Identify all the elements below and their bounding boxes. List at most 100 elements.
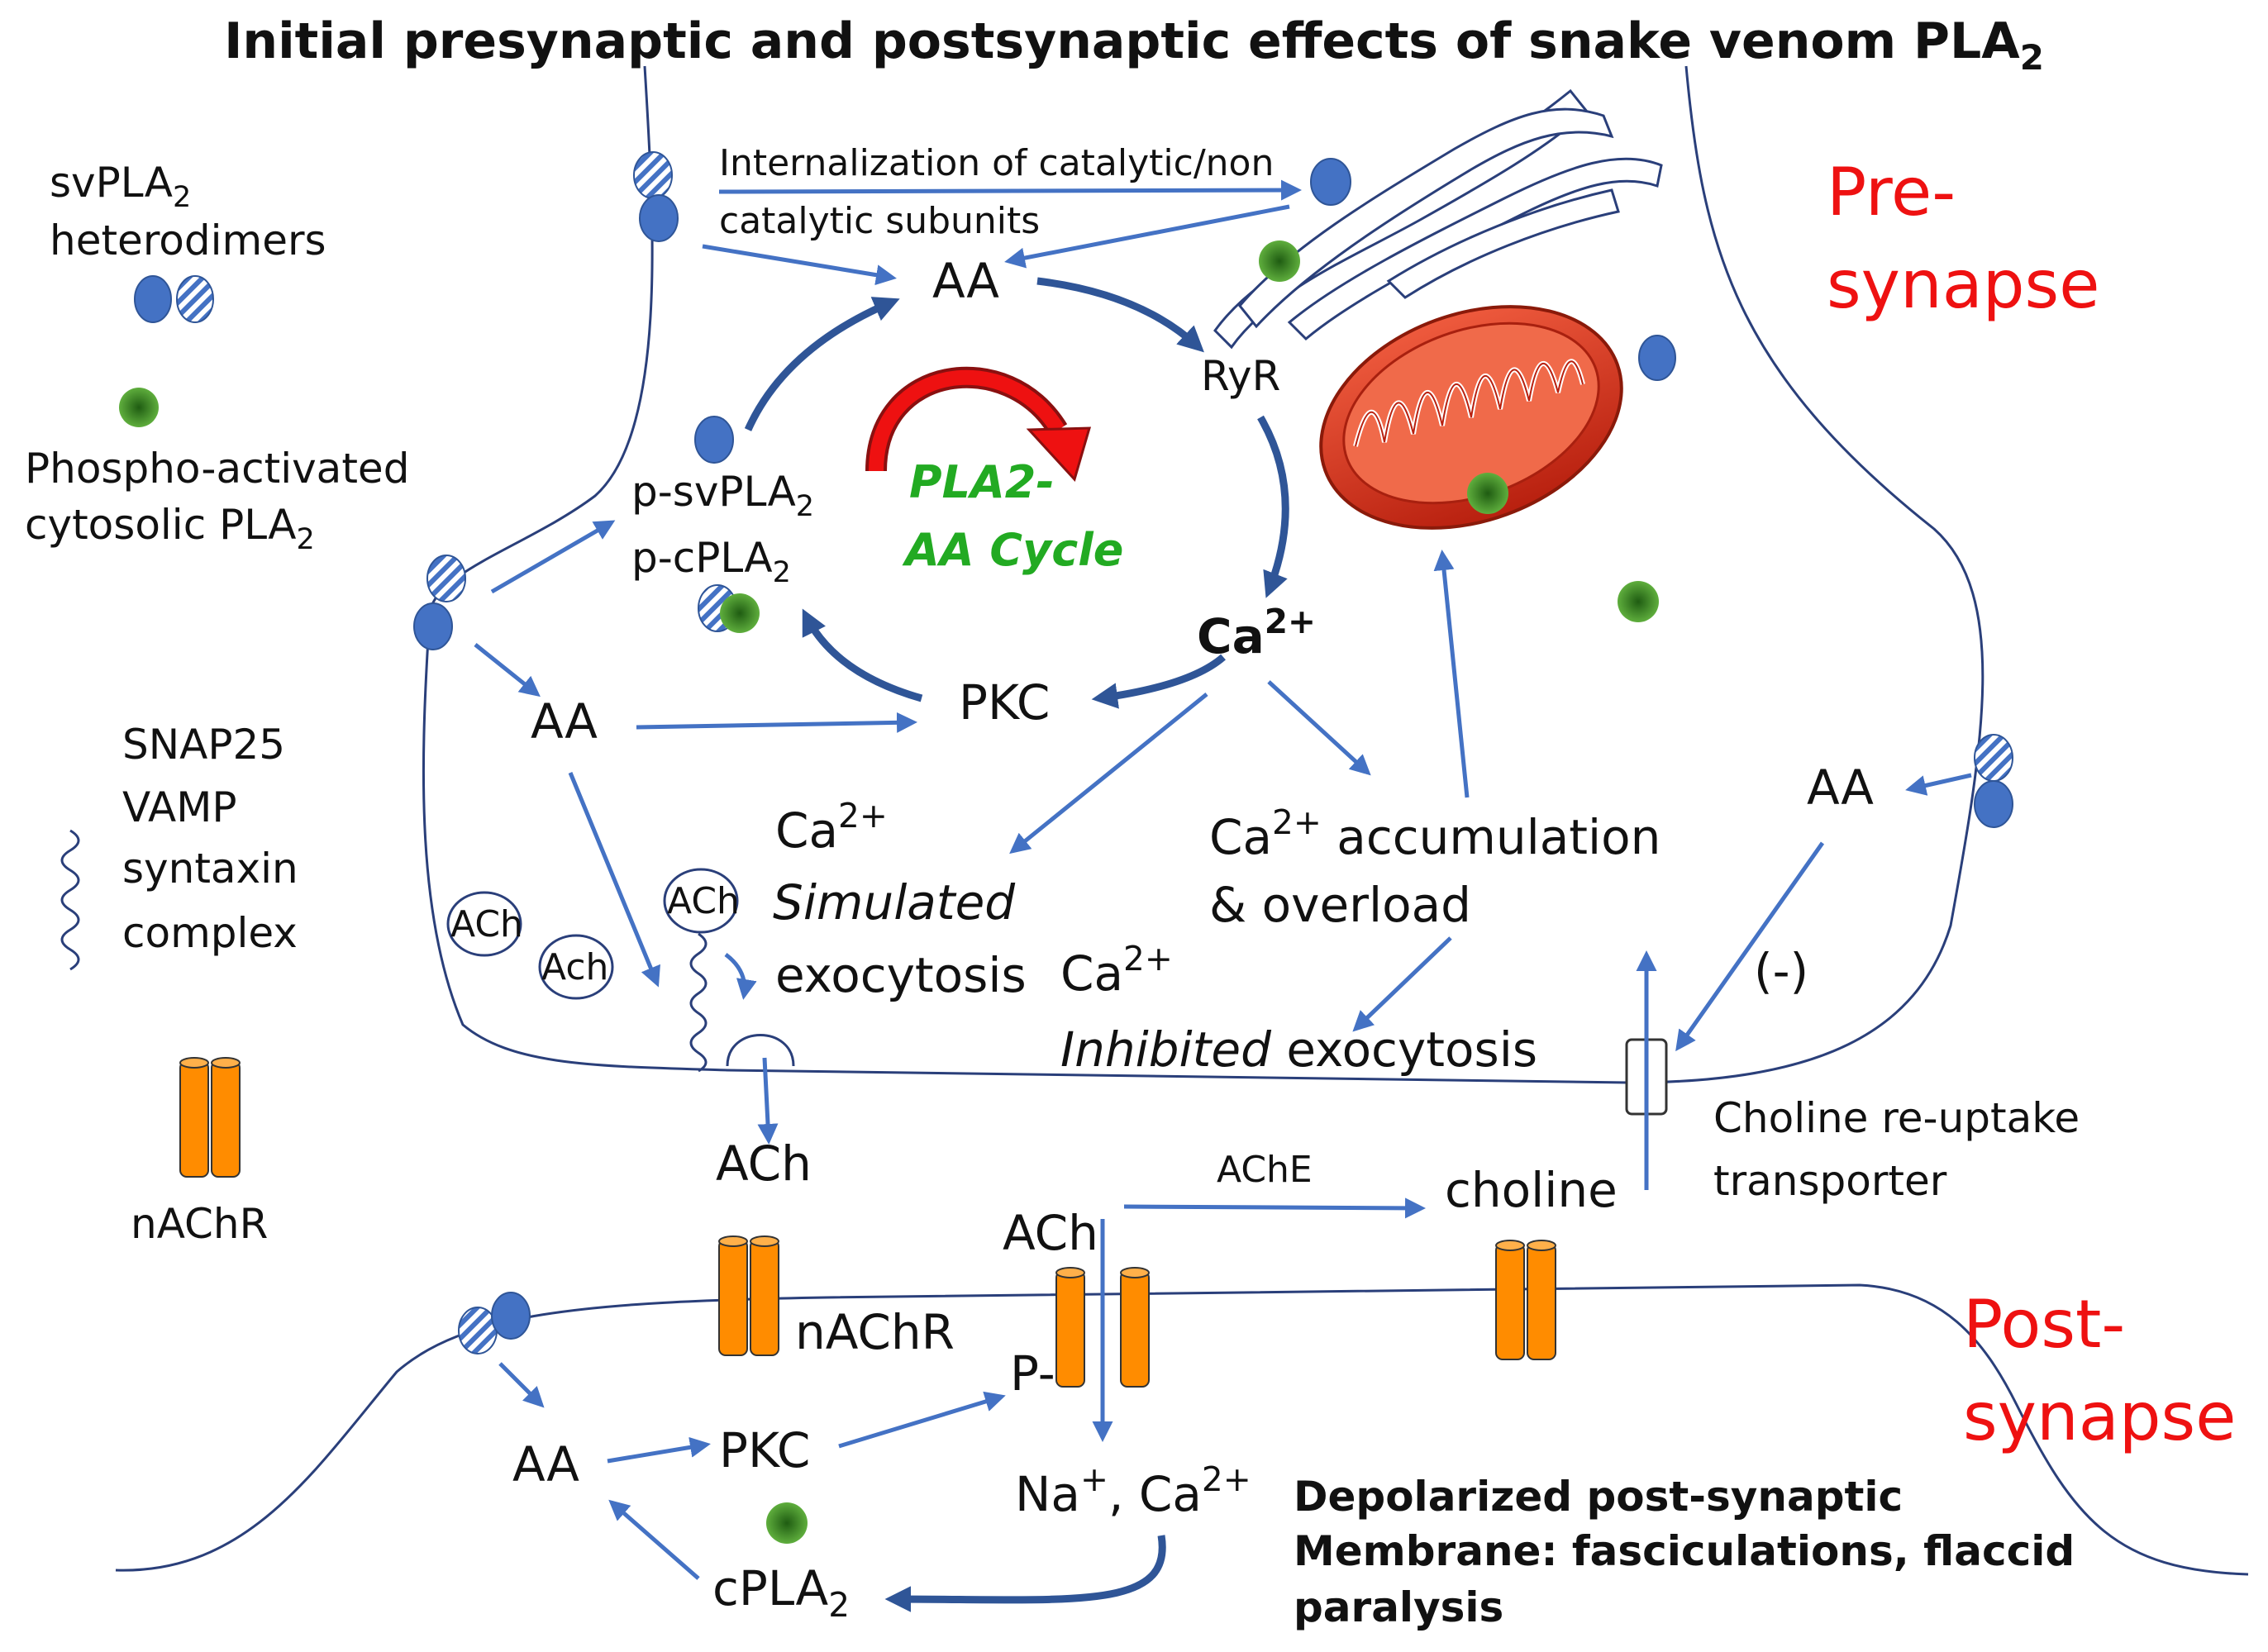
choline-label: choline <box>1445 1162 1618 1218</box>
arrow-ca-to-pkc <box>1091 654 1226 709</box>
legend-cpla-line2: cytosolic PLA2 <box>25 501 315 556</box>
presynaptic-membrane <box>422 65 1984 1084</box>
snare-coil-docking <box>689 932 708 1073</box>
legend-blue-subunit-icon <box>134 275 172 323</box>
vesicle-ach-1 <box>446 891 522 957</box>
psvpla-label: p-svPLA2 <box>631 468 814 523</box>
arrow-membrane-to-aa-right <box>1905 773 1972 796</box>
nachr-receptor-3 <box>1495 1240 1556 1360</box>
arrow-ca-to-accumulation <box>1267 680 1371 776</box>
legend-snare-line2: VAMP <box>122 783 237 831</box>
inhibition-minus-label: (-) <box>1754 943 1808 999</box>
accumulation-label-line2: & overload <box>1209 877 1471 933</box>
arrow-aa-to-pkc-post <box>607 1436 711 1464</box>
mitochondrion <box>1319 305 1623 530</box>
cycle-label-line2: AA Cycle <box>902 524 1123 576</box>
arrow-er-to-aa <box>1004 204 1290 269</box>
membrane-heterodimer-blue-left <box>413 602 453 650</box>
phospho-label: P- <box>1010 1345 1055 1402</box>
psvpla-blue-subunit-icon <box>694 416 734 464</box>
arrow-membrane-to-aa <box>702 244 897 286</box>
aa-right-label: AA <box>1807 759 1874 816</box>
arrow-membrane-to-aa-post <box>498 1362 545 1408</box>
page-title: Initial presynaptic and postsynaptic eff… <box>224 12 2044 78</box>
arrow-aa-to-transporter <box>1675 841 1825 1052</box>
legend-snare-coil-icon <box>60 829 80 971</box>
arrow-membrane-to-aa-left <box>474 643 541 697</box>
internalization-label-line2: catalytic subunits <box>719 200 1040 242</box>
mito-blue-subunit-icon <box>1638 335 1676 381</box>
inhibited-ca-label: Ca2+ <box>1060 939 1173 1002</box>
nachr-receptor-channel <box>1055 1267 1150 1388</box>
pcpla-label: p-cPLA2 <box>631 534 791 589</box>
post-green-cpla2-icon <box>766 1502 808 1544</box>
ache-label: AChE <box>1217 1149 1313 1191</box>
aa-top-label: AA <box>932 253 999 309</box>
arrow-aa-to-ryr <box>1036 277 1204 353</box>
pcpla-green-icon <box>720 593 760 633</box>
arrow-accumulation-to-inhibited <box>1352 936 1452 1032</box>
arrow-membrane-to-psvpla <box>490 520 616 594</box>
presynapse-label-line2: synapse <box>1827 246 2099 323</box>
legend-heterodimers-line2: heterodimers <box>50 217 326 264</box>
er-green-cpla2-icon <box>1259 240 1300 282</box>
arrow-vesicle-fusion <box>724 952 757 1000</box>
legend-cpla-line1: Phospho-activated <box>25 445 409 493</box>
membrane-heterodimer-blue-top <box>639 194 679 242</box>
postsynapse-label-line2: synapse <box>1963 1378 2236 1455</box>
transporter-label-line2: transporter <box>1713 1157 1947 1205</box>
membrane-heterodimer-blue-right <box>1974 780 2013 828</box>
arrow-psvpla-to-aa <box>744 297 900 431</box>
accumulation-label-line1: Ca2+ accumulation <box>1209 802 1660 865</box>
arrow-ions-to-cpla <box>884 1535 1166 1612</box>
legend-nachr-label: nAChR <box>131 1200 268 1248</box>
vesicle-ach-1-label: ACh <box>450 903 523 945</box>
arrow-internalization <box>718 179 1302 201</box>
arrow-pkc-to-receptor <box>838 1391 1006 1449</box>
arrow-ryr-to-ca <box>1257 415 1289 598</box>
depolarized-label-line3: paralysis <box>1294 1583 1503 1631</box>
legend-snare-line4: complex <box>122 909 298 957</box>
aa-left-label: AA <box>531 693 598 750</box>
ryr-label: RyR <box>1201 352 1280 400</box>
membrane-heterodimer-blue-post <box>491 1292 531 1340</box>
stim-ca-label: Ca2+ <box>775 796 888 859</box>
postsynapse-label-line1: Post- <box>1963 1286 2125 1363</box>
cytosol-green-cpla2-icon <box>1618 581 1659 622</box>
vesicle-ach-2 <box>538 934 614 1000</box>
arrow-pkc-to-pcpla <box>802 608 923 702</box>
er-blue-subunit-icon <box>1310 158 1351 206</box>
cpla-post-label: cPLA2 <box>712 1560 850 1625</box>
transporter-label-line1: Choline re-uptake <box>1713 1094 2080 1142</box>
cycle-curved-red-arrow <box>865 366 1092 482</box>
stimulated-label: Simulated <box>773 874 1016 931</box>
vesicle-ach-docking <box>663 868 739 934</box>
legend-snare-line1: SNAP25 <box>122 721 285 769</box>
legend-striped-subunit-icon <box>176 275 214 323</box>
nachr-post-label: nAChR <box>795 1304 955 1360</box>
ions-label: Na+, Ca2+ <box>1015 1459 1251 1522</box>
endoplasmic-reticulum <box>1213 88 1663 350</box>
cycle-label-line1: PLA2- <box>909 456 1055 508</box>
arrow-ach-to-choline <box>1123 1197 1426 1219</box>
nachr-receptor-1 <box>718 1235 779 1356</box>
arrow-ca-to-stimulated <box>1009 693 1208 855</box>
membrane-heterodimer-striped-left <box>426 555 466 602</box>
inhibited-exocytosis-label: Inhibited exocytosis <box>1060 1021 1537 1078</box>
presynapse-label-line1: Pre- <box>1827 154 1956 231</box>
depolarized-label-line1: Depolarized post-synaptic <box>1294 1473 1903 1521</box>
legend-heterodimers-label: svPLA2 <box>50 159 191 214</box>
membrane-heterodimer-striped-top <box>633 151 673 199</box>
membrane-heterodimer-striped-right <box>1974 734 2013 782</box>
legend-nachr-icon <box>179 1057 241 1178</box>
arrow-cpla-to-aa <box>608 1499 700 1580</box>
exocytosis-label: exocytosis <box>775 947 1027 1003</box>
arrow-aa-to-pkc <box>636 712 917 733</box>
vesicle-ach-docking-label: ACh <box>667 880 740 922</box>
arrow-accumulation-to-mito <box>1433 550 1470 798</box>
depolarized-label-line2: Membrane: fasciculations, flaccid <box>1294 1527 2075 1575</box>
ach-post-label: ACh <box>1003 1205 1098 1261</box>
vesicle-ach-2-label: Ach <box>541 946 608 988</box>
pkc-post-label: PKC <box>719 1422 810 1478</box>
